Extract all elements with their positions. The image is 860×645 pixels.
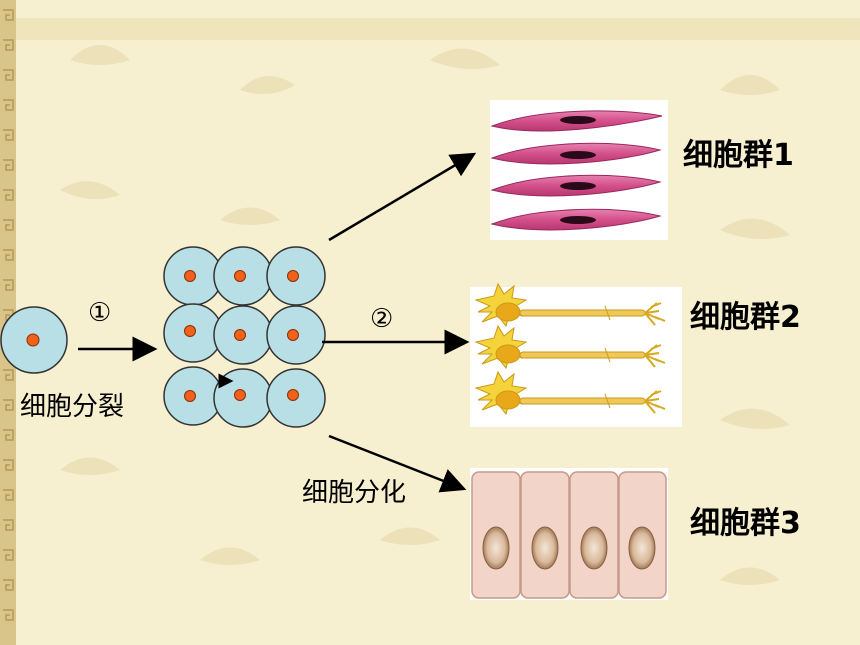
epithelial-cell-image — [470, 468, 668, 600]
step-two-label: ② — [370, 304, 394, 334]
neuron-image — [470, 282, 682, 427]
group-1-label: 细胞群1 — [683, 138, 794, 173]
differentiation-label: 细胞分化 — [302, 478, 407, 508]
step-one-label: ① — [88, 298, 112, 328]
cell-cluster-nuclei — [184, 270, 299, 402]
division-label: 细胞分裂 — [20, 392, 125, 422]
group-3-label: 细胞群3 — [690, 506, 801, 541]
muscle-cell-image — [490, 100, 668, 240]
arrow-to-group-1 — [328, 152, 477, 242]
single-cell-icon — [0, 306, 68, 374]
arrow-to-group-3 — [328, 434, 467, 493]
group-2-label: 细胞群2 — [690, 300, 801, 335]
